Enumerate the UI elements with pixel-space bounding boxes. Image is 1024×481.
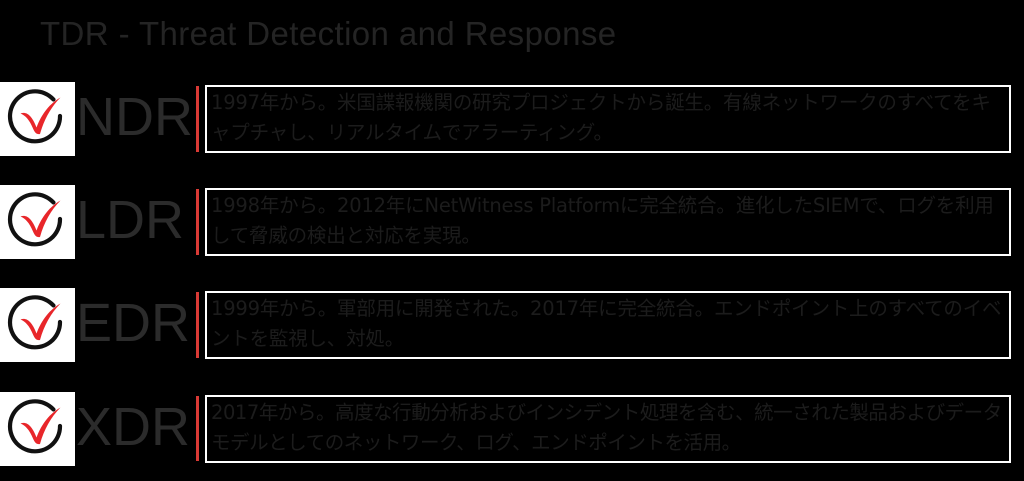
description-text: 1999年から。軍部用に開発された。2017年に完全統合。エンドポイント上のすべ… [211,297,1002,350]
accent-bar [196,189,199,255]
circle-check-icon [0,288,75,362]
acronym-label-ldr: LDR [76,190,185,250]
description-box-ldr: 1998年から。2012年にNetWitness Platformに完全統合。進… [205,188,1011,256]
accent-bar [196,86,199,152]
tdr-row-edr: EDR 1999年から。軍部用に開発された。2017年に完全統合。エンドポイント… [0,288,1024,362]
description-box-xdr: 2017年から。高度な行動分析およびインシデント処理を含む、統一された製品および… [205,395,1011,463]
circle-check-icon [0,185,75,259]
acronym-label-xdr: XDR [76,397,191,457]
description-text: 2017年から。高度な行動分析およびインシデント処理を含む、統一された製品および… [211,401,1002,454]
description-text: 1998年から。2012年にNetWitness Platformに完全統合。進… [211,194,994,247]
tdr-row-xdr: XDR 2017年から。高度な行動分析およびインシデント処理を含む、統一された製… [0,392,1024,466]
accent-bar [196,396,199,461]
tdr-row-ldr: LDR 1998年から。2012年にNetWitness Platformに完全… [0,185,1024,259]
page-title: TDR - Threat Detection and Response [40,15,617,52]
acronym-label-ndr: NDR [76,87,193,147]
description-box-ndr: 1997年から。米国諜報機関の研究プロジェクトから誕生。有線ネットワークのすべて… [205,85,1011,153]
circle-check-icon [0,392,75,466]
acronym-label-edr: EDR [76,293,191,353]
circle-check-icon [0,82,75,156]
accent-bar [196,292,199,358]
description-box-edr: 1999年から。軍部用に開発された。2017年に完全統合。エンドポイント上のすべ… [205,291,1011,359]
tdr-row-ndr: NDR 1997年から。米国諜報機関の研究プロジェクトから誕生。有線ネットワーク… [0,82,1024,156]
description-text: 1997年から。米国諜報機関の研究プロジェクトから誕生。有線ネットワークのすべて… [211,91,991,144]
